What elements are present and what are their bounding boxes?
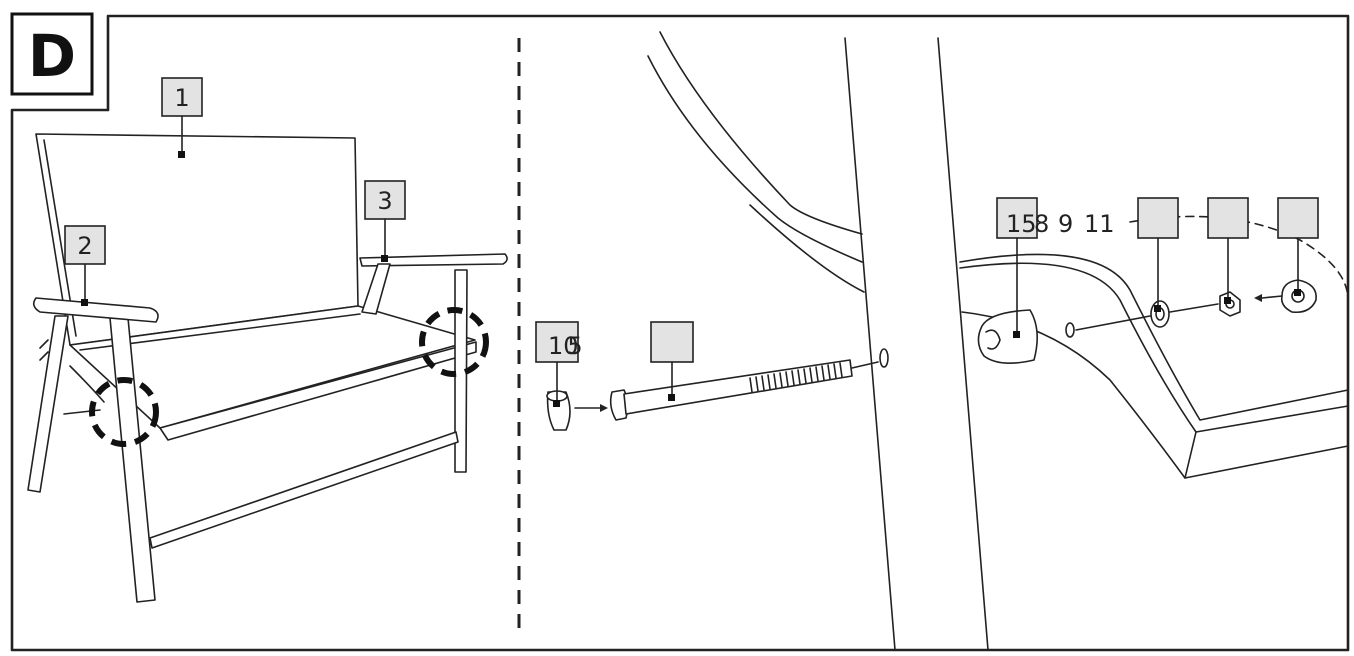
diagram-frame <box>10 14 1350 652</box>
svg-text:11: 11 <box>1084 210 1115 238</box>
label-part-1: 1 <box>161 77 203 158</box>
label-parts-15-8-9-11: 15 8 9 11 <box>996 197 1115 338</box>
label-washer <box>1137 197 1179 312</box>
label-nut <box>1207 197 1249 304</box>
svg-text:3: 3 <box>377 187 392 215</box>
svg-text:2: 2 <box>77 232 92 260</box>
step-badge: D <box>10 12 94 96</box>
label-cap-nut <box>1277 197 1319 296</box>
svg-text:5: 5 <box>567 332 582 360</box>
svg-text:9: 9 <box>1058 210 1073 238</box>
bolt-detail <box>546 31 989 651</box>
svg-text:8: 8 <box>1034 210 1049 238</box>
label-part-2: 2 <box>64 225 106 306</box>
step-letter: D <box>28 22 76 90</box>
svg-text:10: 10 <box>548 332 579 360</box>
label-bolt <box>650 321 694 401</box>
svg-text:15: 15 <box>1006 210 1037 238</box>
highlight-circle-left <box>89 377 159 447</box>
label-parts-10-5: 10 5 <box>535 321 583 407</box>
cap-detail <box>959 215 1349 479</box>
highlight-circle-right <box>419 307 489 377</box>
label-part-3: 3 <box>364 180 406 262</box>
bench-overview <box>27 133 508 603</box>
bolt-thread <box>749 362 843 393</box>
svg-text:1: 1 <box>174 84 189 112</box>
